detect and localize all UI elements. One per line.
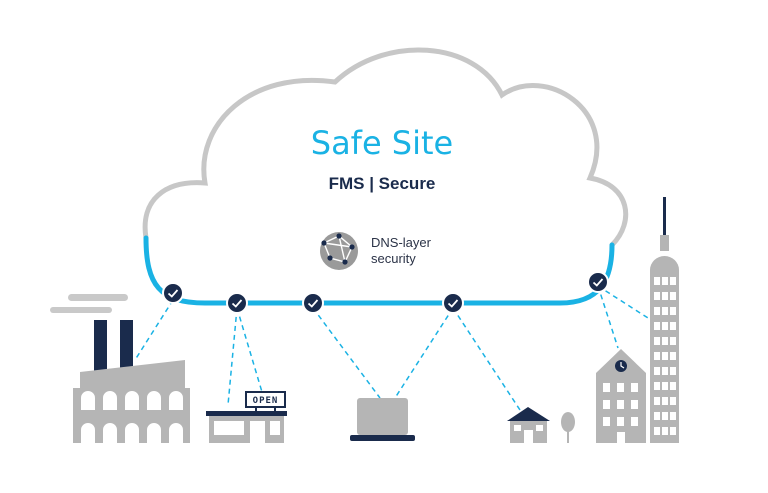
shop-icon: OPEN	[206, 391, 287, 443]
cloud-outline	[142, 47, 629, 248]
checkmark-icon	[231, 299, 243, 308]
connectors	[134, 285, 649, 411]
cloud-title: Safe Site	[311, 124, 453, 162]
checkmark-icon	[167, 289, 179, 298]
network-band	[143, 235, 615, 306]
tree-icon	[561, 412, 575, 443]
clock-building-icon	[596, 349, 646, 443]
dns-label-line2: security	[371, 251, 416, 266]
check-node	[442, 292, 464, 314]
shop-sign: OPEN	[253, 396, 279, 406]
dns-label-line1: DNS-layer	[371, 235, 432, 250]
checkmark-icon	[447, 299, 459, 308]
factory-icon	[50, 294, 190, 443]
check-node	[162, 282, 184, 304]
house-icon	[507, 407, 550, 443]
globe-network-icon	[320, 232, 358, 270]
check-node	[302, 292, 324, 314]
skyscraper-icon	[650, 197, 679, 443]
check-node	[587, 271, 609, 293]
checkmark-icon	[592, 278, 604, 287]
checkmark-icon	[307, 299, 319, 308]
laptop-icon	[350, 398, 415, 441]
cloud-subtitle: FMS | Secure	[329, 174, 436, 193]
check-node	[226, 292, 248, 314]
